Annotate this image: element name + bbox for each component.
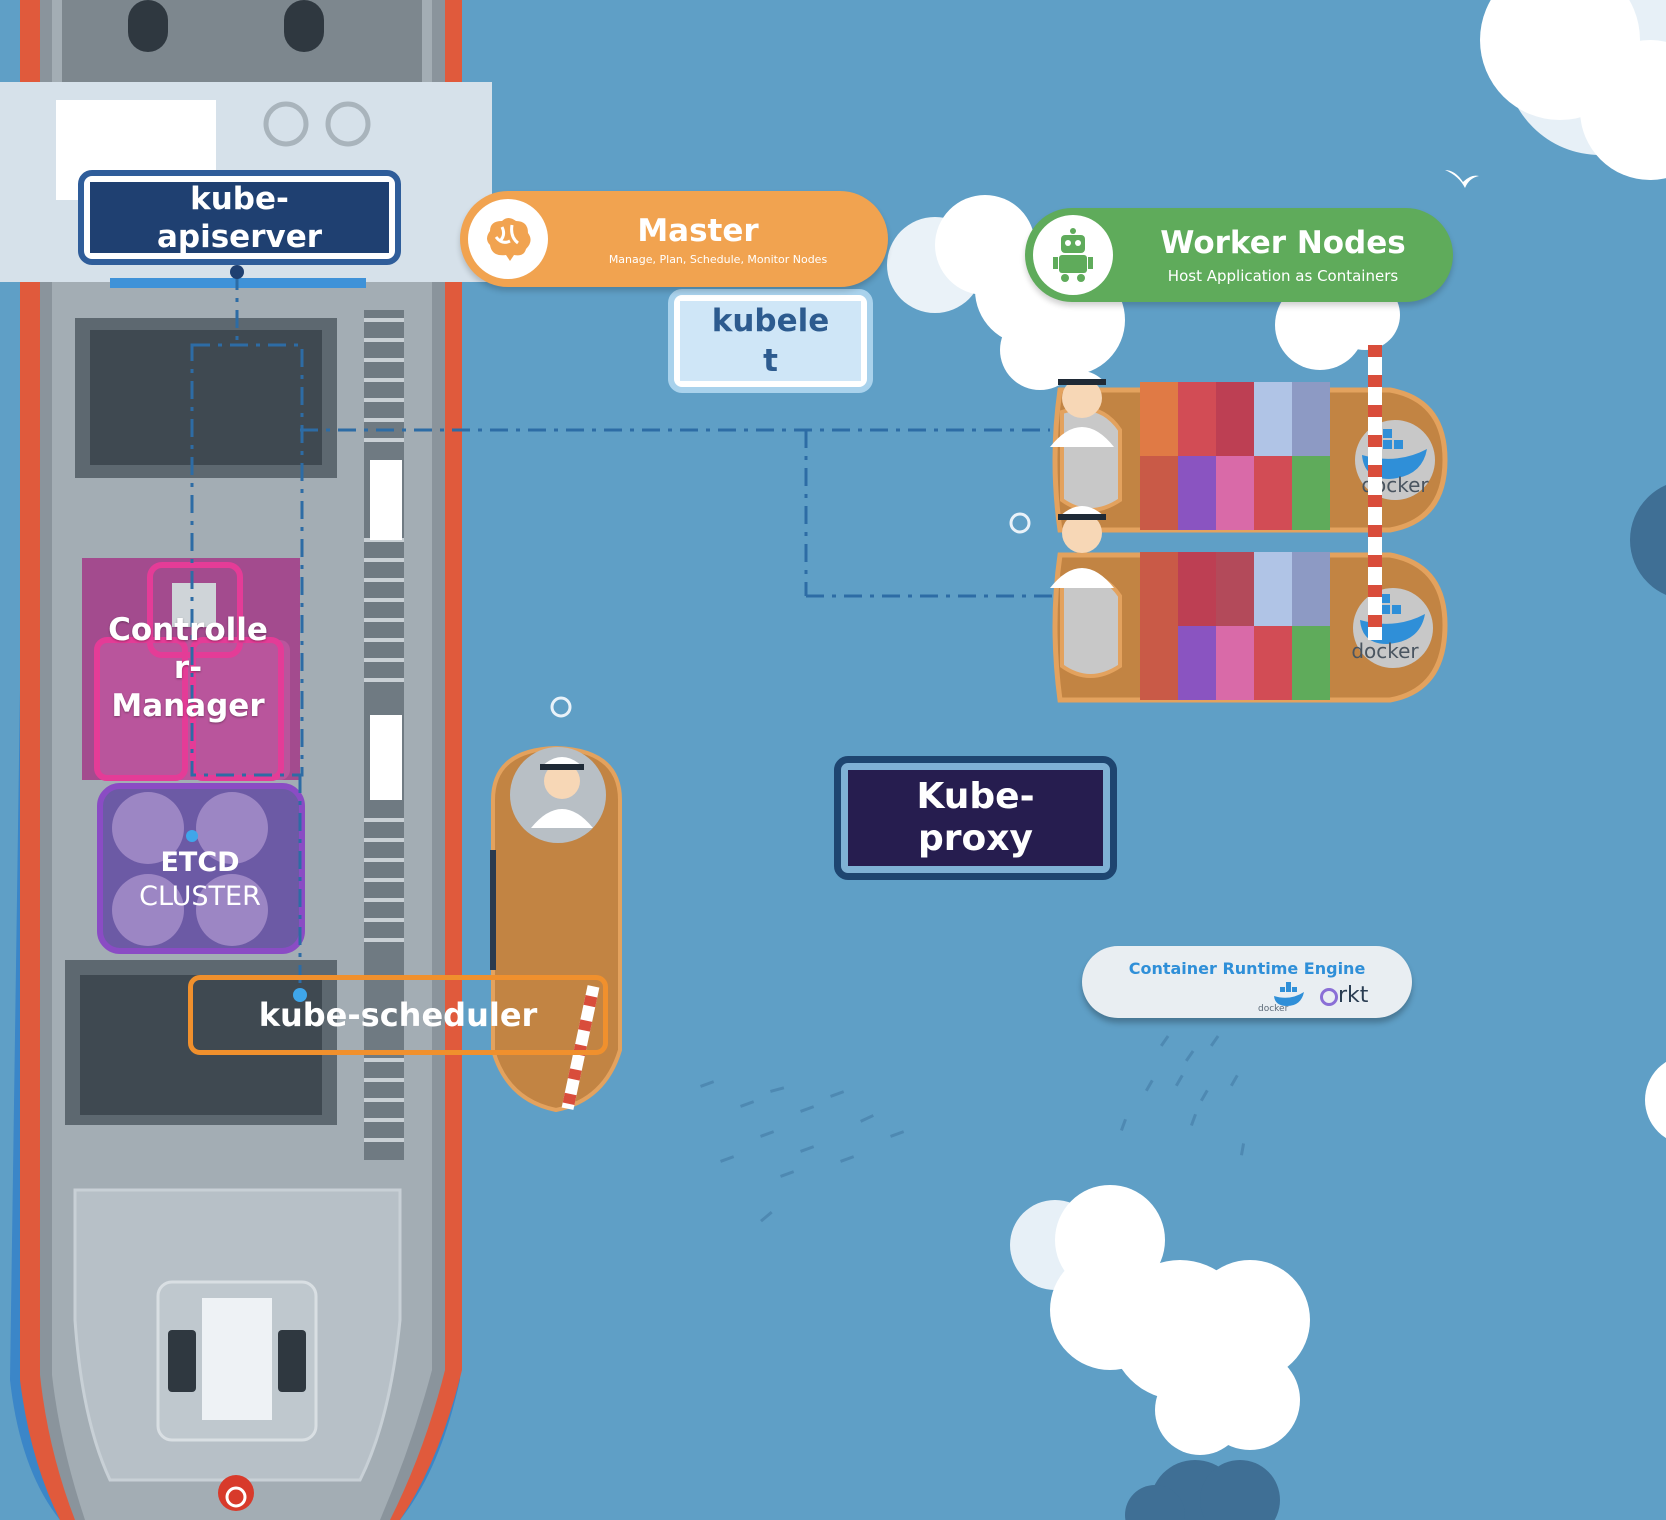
connection-lines	[190, 272, 1065, 985]
runtime-engine-rkt: rkt	[1338, 983, 1369, 1008]
etcd-line-1: ETCD	[160, 847, 240, 878]
worker-nodes-banner: Worker Nodes Host Application as Contain…	[1025, 208, 1453, 302]
master-title: Master	[637, 212, 759, 249]
kube-scheduler-label: kube-scheduler	[188, 975, 608, 1055]
docker-icon	[1274, 982, 1304, 1006]
controller-line-1: Controlle	[108, 611, 268, 648]
kube-apiserver-line-1: kube-	[190, 180, 289, 217]
cloud-shadow-bottom	[1125, 1460, 1280, 1520]
captain-icon	[531, 757, 593, 828]
kube-scheduler-text: kube-scheduler	[258, 996, 538, 1034]
kube-proxy-line-2: proxy	[918, 818, 1033, 859]
kube-proxy-line-1: Kube-	[916, 776, 1035, 817]
worker-mast	[1368, 330, 1382, 640]
runtime-engine-docker: docker	[1258, 1004, 1289, 1014]
kubelet-line-1: kubele	[711, 303, 830, 339]
master-banner: Master Manage, Plan, Schedule, Monitor N…	[460, 191, 888, 287]
kube-apiserver-label: kube- apiserver	[78, 170, 401, 265]
bubble	[550, 696, 572, 718]
worker-ship-2: docker	[1052, 552, 1448, 703]
controller-line-2: r-	[173, 649, 203, 686]
worker-nodes-subtitle: Host Application as Containers	[1167, 267, 1399, 285]
kube-proxy-label: Kube- proxy	[834, 756, 1117, 880]
cloud-bottom	[1010, 1185, 1310, 1455]
bubble	[1009, 512, 1031, 534]
worker-nodes-title: Worker Nodes	[1160, 225, 1406, 261]
docker-logo-text: docker	[1351, 639, 1419, 663]
kubelet-line-2: t	[763, 343, 778, 379]
cloud-master	[887, 195, 1400, 390]
etcd-cluster-label: ETCD CLUSTER	[100, 830, 300, 930]
fish-school-right	[1120, 1035, 1246, 1156]
captain-icon	[1050, 506, 1114, 588]
worker-ship-1: docker	[1052, 382, 1448, 533]
robot-icon	[1033, 215, 1113, 295]
rkt-icon	[1320, 988, 1338, 1006]
kube-apiserver-line-2: apiserver	[156, 218, 323, 255]
fish-school-left	[699, 1080, 905, 1223]
master-ship	[0, 0, 492, 1520]
connector-dot	[230, 265, 244, 279]
etcd-line-2: CLUSTER	[139, 881, 261, 912]
brain-icon	[468, 199, 548, 279]
cloud-edge-right	[1630, 485, 1666, 1139]
seagull-icon	[1445, 170, 1479, 188]
controller-manager-label: Controlle r- Manager	[88, 600, 288, 735]
kubelet-label: kubele t	[668, 289, 873, 393]
master-subtitle: Manage, Plan, Schedule, Monitor Nodes	[608, 252, 828, 266]
tugboat	[490, 745, 622, 1113]
controller-line-3: Manager	[111, 687, 265, 724]
connector-dot	[293, 988, 307, 1002]
cloud-top-right	[1480, 0, 1666, 180]
runtime-title: Container Runtime Engine	[1128, 959, 1366, 978]
container-runtime-engine-badge: Container Runtime Engine docker rkt	[1082, 946, 1412, 1018]
connector-dot	[186, 830, 198, 842]
captain-icon	[1050, 371, 1114, 447]
